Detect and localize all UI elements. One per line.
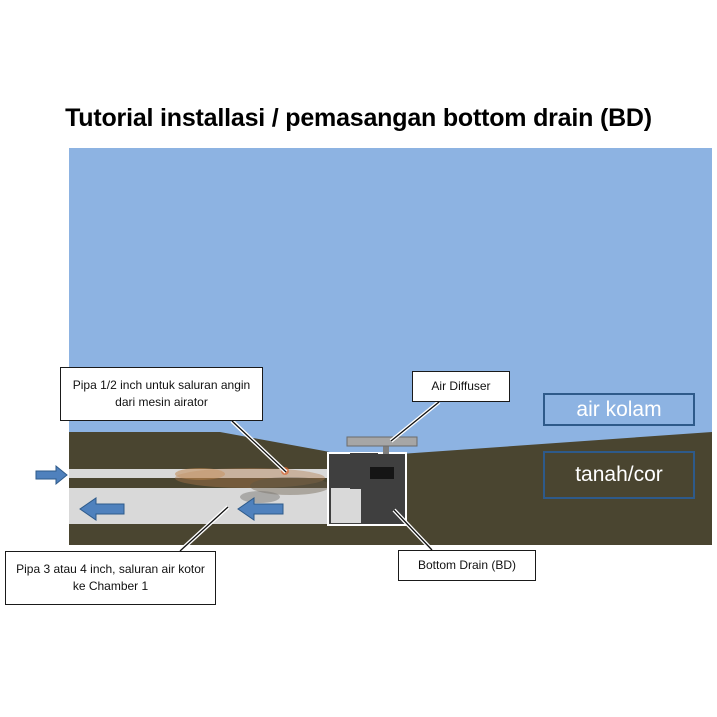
callout-leaders xyxy=(178,400,441,553)
air-diffuser-callout: Air Diffuser xyxy=(412,371,510,402)
bottom-drain-body xyxy=(327,452,407,526)
bottom-drain-callout-text: Bottom Drain (BD) xyxy=(417,558,517,572)
water-layer-label-text: air kolam xyxy=(576,397,662,421)
outflow-arrow-left xyxy=(79,497,125,521)
ground-layer-label-text: tanah/cor xyxy=(575,463,663,486)
bottom-drain-callout: Bottom Drain (BD) xyxy=(398,550,536,581)
air-diffuser-plate xyxy=(346,436,418,454)
outflow-arrow-right xyxy=(237,497,284,521)
air-diffuser-callout-text: Air Diffuser xyxy=(431,379,491,393)
small-pipe-callout: Pipa 1/2 inch untuk saluran angin dari m… xyxy=(60,367,263,421)
ground-layer-label: tanah/cor xyxy=(543,451,695,499)
large-pipe-callout-text: Pipa 3 atau 4 inch, saluran air kotor ke… xyxy=(16,562,205,593)
sediment-smudge xyxy=(175,467,330,503)
water-layer-label: air kolam xyxy=(543,393,695,426)
diagram-title: Tutorial installasi / pemasangan bottom … xyxy=(65,104,652,132)
small-pipe-callout-text: Pipa 1/2 inch untuk saluran angin dari m… xyxy=(72,378,251,409)
inflow-arrow xyxy=(35,464,68,486)
large-pipe-callout: Pipa 3 atau 4 inch, saluran air kotor ke… xyxy=(5,551,216,605)
